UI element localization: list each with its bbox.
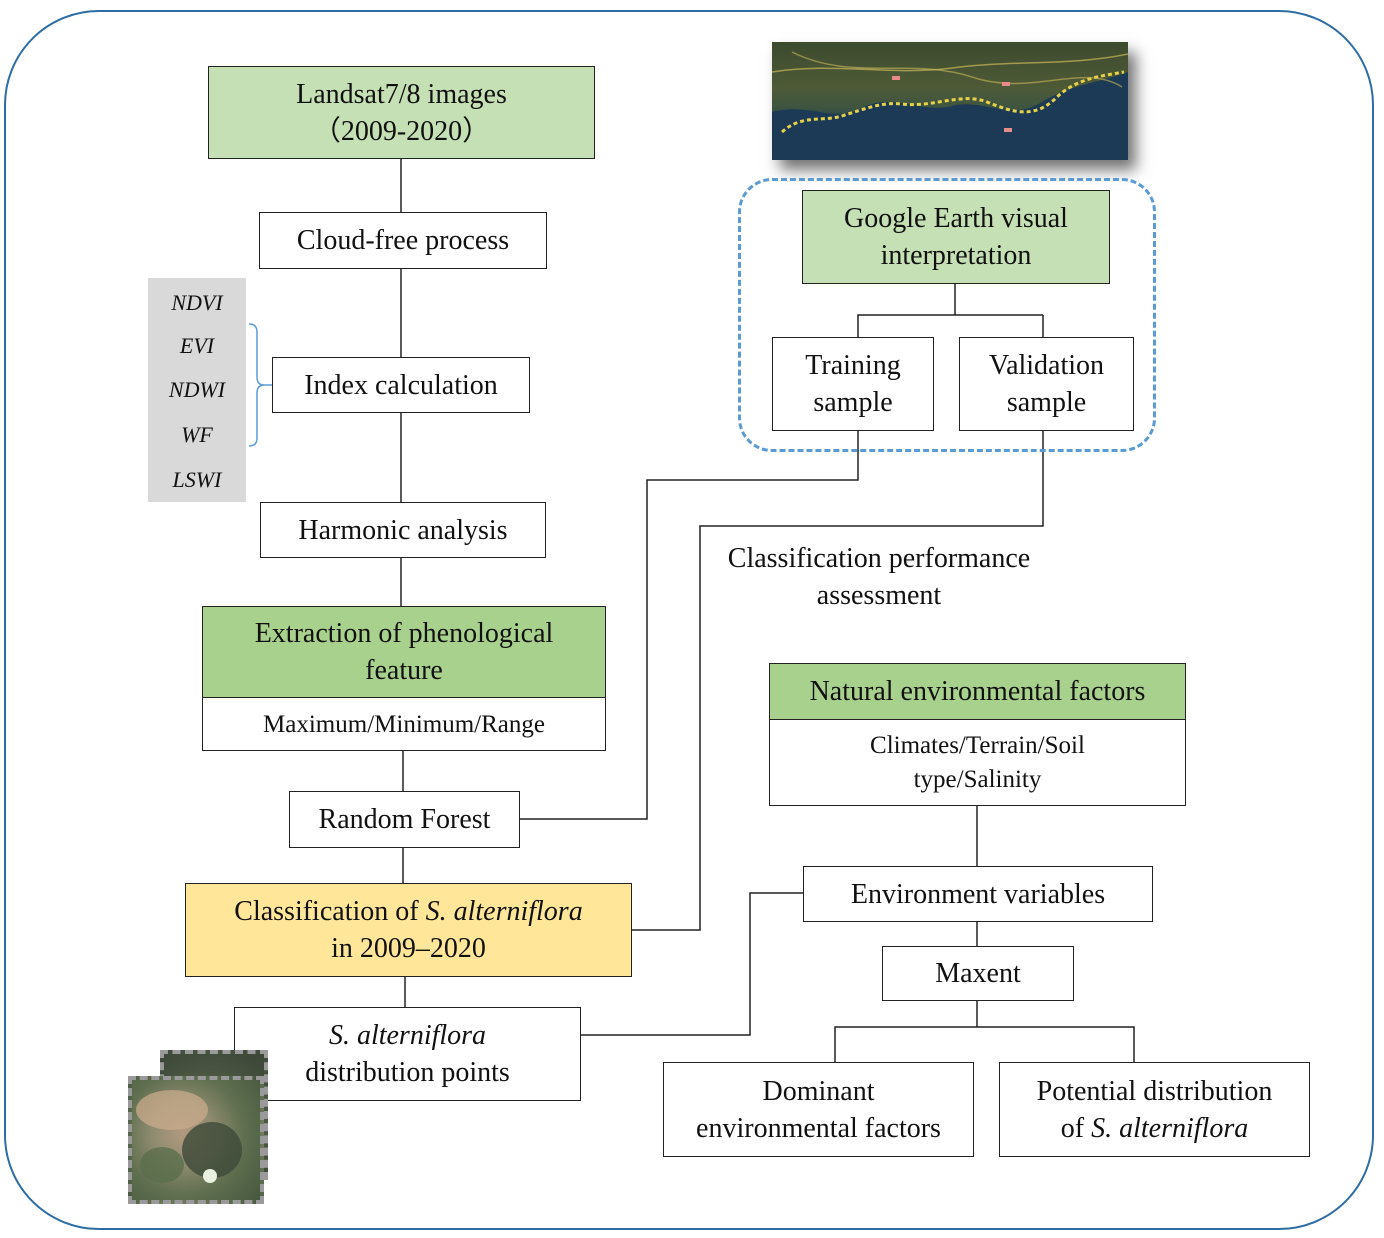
potential-distribution-prefix: of	[1060, 1112, 1092, 1144]
natural-factors-line2: type/Salinity	[913, 765, 1042, 793]
classification-prefix: Classification of	[234, 896, 426, 927]
landsat-title: Landsat7/8 images	[296, 78, 507, 110]
distribution-points-species: S. alterniflora	[328, 1020, 487, 1051]
natural-factors-title: Natural environmental factors	[809, 676, 1146, 707]
rounded-frame	[4, 10, 1374, 1230]
index-evi: EVI	[179, 333, 215, 358]
training-sample-line2: sample	[813, 387, 893, 418]
google-earth-line2: interpretation	[880, 240, 1032, 271]
index-calculation-box: Index calculation	[272, 357, 530, 413]
index-lswi: LSWI	[172, 467, 222, 492]
classification-line2: in 2009–2020	[331, 933, 486, 964]
training-sample-box: Training sample	[772, 337, 934, 431]
phenology-title-line1: Extraction of phenological	[254, 618, 554, 649]
landsat-box: Landsat7/8 images （2009-2020）	[208, 66, 595, 159]
dominant-factors-line1: Dominant	[762, 1075, 875, 1107]
index-calculation-label: Index calculation	[304, 369, 498, 401]
potential-distribution-species: S. alterniflora	[1091, 1112, 1249, 1144]
environment-variables-box: Environment variables	[803, 866, 1153, 922]
distribution-points-line2: distribution points	[305, 1057, 510, 1088]
potential-distribution-box: Potential distribution of S. alterniflor…	[999, 1062, 1310, 1157]
dominant-factors-line2: environmental factors	[696, 1112, 941, 1144]
natural-factors-line1: Climates/Terrain/Soil	[870, 731, 1085, 759]
classification-box: Classification of S. alterniflora in 200…	[185, 883, 632, 977]
satellite-image-icon	[772, 42, 1128, 160]
maxent-label: Maxent	[935, 958, 1021, 989]
aerial-photo-front-icon	[128, 1076, 264, 1204]
random-forest-label: Random Forest	[318, 804, 491, 835]
aerial-photo-detail	[136, 1090, 242, 1183]
google-earth-box: Google Earth visual interpretation	[802, 190, 1110, 284]
distribution-points-box: S. alterniflora distribution points	[234, 1007, 581, 1101]
phenology-title-box: Extraction of phenological feature	[202, 606, 606, 698]
assessment-line2: assessment	[816, 580, 942, 611]
natural-factors-detail-box: Climates/Terrain/Soil type/Salinity	[769, 719, 1186, 806]
harmonic-analysis-box: Harmonic analysis	[260, 502, 546, 558]
google-earth-line1: Google Earth visual	[844, 203, 1068, 234]
assessment-label: Classification performance assessment	[700, 540, 1058, 614]
dominant-factors-box: Dominant environmental factors	[663, 1062, 974, 1157]
satellite-image-detail	[772, 51, 1128, 160]
maxent-box: Maxent	[882, 946, 1074, 1001]
training-sample-line1: Training	[805, 350, 901, 381]
natural-factors-title-box: Natural environmental factors	[769, 663, 1186, 720]
phenology-title-line2: feature	[365, 655, 443, 686]
landsat-years: （2009-2020）	[312, 115, 491, 147]
phenology-metrics-box: Maximum/Minimum/Range	[202, 697, 606, 751]
classification-line1: Classification of S. alterniflora	[234, 893, 582, 930]
random-forest-box: Random Forest	[289, 791, 520, 848]
validation-sample-line1: Validation	[988, 350, 1105, 381]
index-ndwi: NDWI	[168, 377, 226, 402]
cloud-free-box: Cloud-free process	[259, 212, 547, 269]
environment-variables-label: Environment variables	[850, 878, 1106, 910]
classification-species: S. alterniflora	[425, 896, 583, 927]
assessment-line1: Classification performance	[727, 543, 1031, 574]
index-ndvi: NDVI	[171, 290, 223, 315]
harmonic-analysis-label: Harmonic analysis	[298, 514, 508, 546]
validation-sample-line2: sample	[1006, 387, 1087, 418]
potential-distribution-line1: Potential distribution	[1036, 1075, 1273, 1107]
validation-sample-box: Validation sample	[959, 337, 1134, 431]
index-list-panel: NDVI EVI NDWI WF LSWI	[148, 278, 246, 502]
index-wf: WF	[181, 422, 213, 447]
phenology-metrics-label: Maximum/Minimum/Range	[263, 710, 545, 738]
google-earth-group	[738, 178, 1156, 452]
potential-distribution-line2: of S. alterniflora	[1061, 1110, 1248, 1147]
cloud-free-label: Cloud-free process	[296, 225, 510, 256]
